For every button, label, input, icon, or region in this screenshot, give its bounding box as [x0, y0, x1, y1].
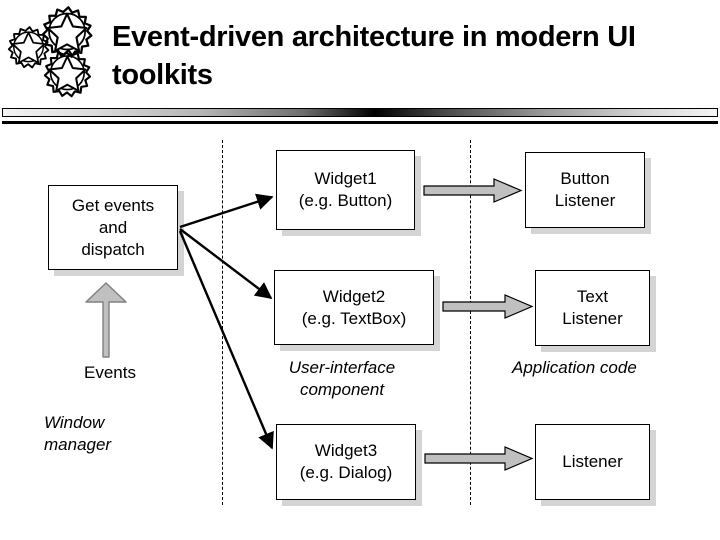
button-listener-line-1: Button: [560, 169, 610, 188]
header-gradient-bar: [2, 108, 718, 117]
text-listener-line-2: Listener: [562, 309, 623, 328]
box-widget1[interactable]: Widget1 (e.g. Button): [276, 150, 415, 230]
window-manager-line-2: manager: [44, 435, 112, 454]
widget2-line-2: (e.g. TextBox): [301, 308, 407, 328]
page-title: Event-driven architecture in modern UI t…: [112, 21, 636, 91]
box-button-listener[interactable]: Button Listener: [525, 152, 645, 228]
box-get-events-and-dispatch[interactable]: Get events and dispatch: [48, 185, 178, 270]
widget2-line-1: Widget2: [322, 286, 386, 306]
window-manager-line-1: Window: [44, 413, 105, 432]
listener-line-1: Listener: [562, 452, 623, 471]
box-widget2[interactable]: Widget2 (e.g. TextBox): [274, 270, 434, 345]
widget1-line-2: (e.g. Button): [298, 191, 393, 210]
box-listener[interactable]: Listener: [535, 424, 650, 500]
ui-component-line-2: component: [299, 380, 385, 399]
arrow-events-up: [85, 282, 127, 358]
app-code-line-2: code: [599, 358, 637, 377]
widget1-line-1: Widget1: [314, 169, 377, 188]
three-gears-logo: [7, 6, 93, 98]
button-listener-line-2: Listener: [554, 191, 616, 210]
divider-window-manager-ui: [222, 140, 223, 505]
text-listener-line-1: Text: [576, 287, 609, 306]
arrow-widget1-to-button-listener: [423, 178, 523, 203]
divider-ui-application: [470, 140, 471, 505]
label-user-interface-component: User-interface component: [252, 357, 432, 401]
dispatch-line-3: dispatch: [81, 239, 145, 259]
widget-to-listener-arrows: [423, 178, 534, 471]
label-events: Events: [84, 363, 136, 382]
label-application-code: Application code: [512, 357, 682, 379]
widget3-line-1: Widget3: [314, 441, 378, 460]
dispatch-line-2: and: [98, 217, 128, 237]
arrow-dispatch-to-widget3: [178, 230, 274, 450]
arrow-widget2-to-text-listener: [442, 294, 534, 319]
box-widget3[interactable]: Widget3 (e.g. Dialog): [276, 424, 416, 500]
header-rule: [2, 121, 718, 124]
ui-component-line-1: User-interface: [288, 358, 396, 377]
arrow-widget3-to-listener: [424, 446, 534, 471]
dispatch-arrows: [178, 193, 274, 450]
app-code-line-1: Application: [512, 358, 596, 377]
widget3-line-2: (e.g. Dialog): [299, 463, 393, 482]
arrow-dispatch-to-widget2: [179, 228, 273, 300]
dispatch-line-1: Get events: [71, 195, 155, 215]
label-window-manager: Window manager: [44, 412, 174, 456]
arrow-dispatch-to-widget1: [179, 193, 274, 229]
box-text-listener[interactable]: Text Listener: [535, 270, 650, 346]
